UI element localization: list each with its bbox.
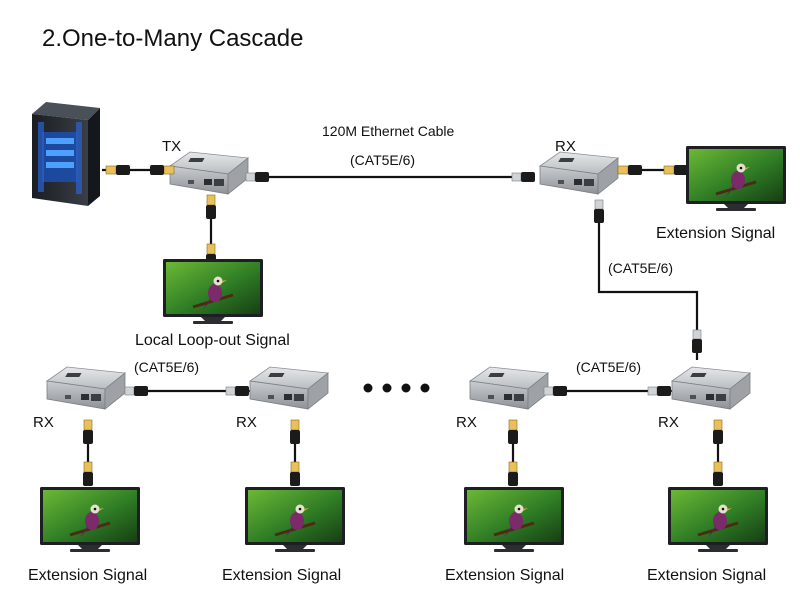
rx-extender-top (539, 151, 619, 195)
monitor-local-loopout (161, 257, 265, 326)
cable-type-label-lower-right: (CAT5E/6) (576, 359, 641, 375)
diagram-title: 2.One-to-Many Cascade (42, 25, 303, 52)
local-loopout-label: Local Loop-out Signal (135, 332, 290, 349)
rx-label-4: RX (658, 414, 679, 431)
monitor-extension-top (684, 144, 788, 213)
rx-label-top: RX (555, 138, 576, 155)
extension-signal-label-1: Extension Signal (28, 567, 147, 584)
rx-extender-1 (46, 366, 126, 410)
rx-label-3: RX (456, 414, 477, 431)
rx-label-1: RX (33, 414, 54, 431)
cable-type-label-main: (CAT5E/6) (350, 152, 415, 168)
rx-extender-3 (469, 366, 549, 410)
monitor-extension-4 (666, 485, 770, 554)
extension-signal-label-4: Extension Signal (647, 567, 766, 584)
extension-signal-label-top: Extension Signal (656, 225, 775, 242)
more-devices-ellipsis (363, 383, 430, 393)
monitor-extension-3 (462, 485, 566, 554)
extension-signal-label-3: Extension Signal (445, 567, 564, 584)
cable-type-label-left: (CAT5E/6) (134, 359, 199, 375)
monitor-extension-2 (243, 485, 347, 554)
rx-extender-4 (671, 366, 751, 410)
cables (86, 168, 720, 485)
rx-extender-2 (249, 366, 329, 410)
tx-extender (169, 151, 249, 195)
cable-main-label: 120M Ethernet Cable (322, 123, 455, 139)
rx-label-2: RX (236, 414, 257, 431)
pc-tower (32, 102, 100, 206)
cable-type-label-right: (CAT5E/6) (608, 260, 673, 276)
connectors (82, 164, 724, 487)
tx-label: TX (162, 138, 181, 155)
monitor-extension-1 (38, 485, 142, 554)
extension-signal-label-2: Extension Signal (222, 567, 341, 584)
